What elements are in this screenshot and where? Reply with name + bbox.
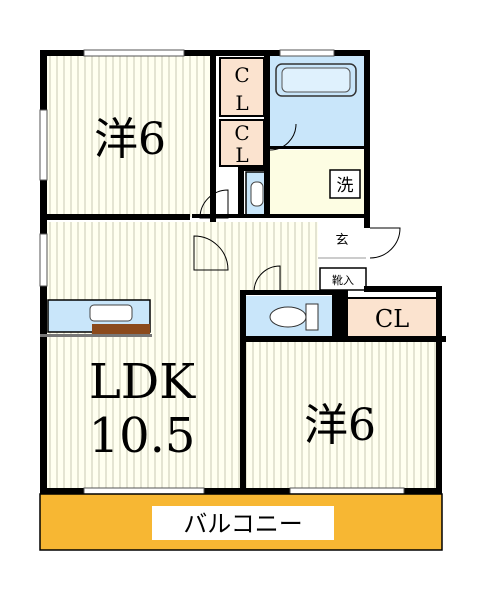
closet-vertical-1-l: L: [235, 91, 248, 115]
washbasin-bowl: [250, 181, 264, 207]
windows: [39, 49, 405, 495]
ldk-label-line1: LDK: [89, 354, 196, 410]
washing-machine-spot: [329, 169, 361, 199]
western-room-bottom-floor: [246, 340, 438, 492]
door-swings: [193, 123, 401, 293]
closet-vertical-2-l: L: [235, 143, 248, 167]
bathtub-inner: [281, 67, 351, 93]
closet-vertical-2-c: C: [234, 121, 249, 145]
western-room-bottom-label: 洋6: [304, 400, 376, 451]
entrance-label: 玄: [335, 233, 348, 248]
toilet-bowl: [269, 306, 307, 328]
hallway-floor: [192, 222, 318, 292]
closet-vertical-1-c: C: [234, 63, 249, 87]
ldk-label-line2: 10.5: [89, 408, 196, 464]
wash-label: 洗: [337, 176, 354, 196]
shoe-box-label: 靴入: [332, 273, 354, 287]
kitchen-counter-wood: [92, 324, 150, 334]
entrance-area: [318, 224, 366, 268]
balcony-label-box: [152, 506, 334, 540]
kitchen-sink: [89, 304, 133, 322]
western-room-top-floor: [46, 55, 210, 217]
closet-bottom-label: CL: [375, 305, 409, 333]
western-room-top-label: 洋6: [94, 114, 166, 165]
toilet-tank: [305, 303, 319, 331]
balcony-label: バルコニー: [183, 510, 303, 538]
